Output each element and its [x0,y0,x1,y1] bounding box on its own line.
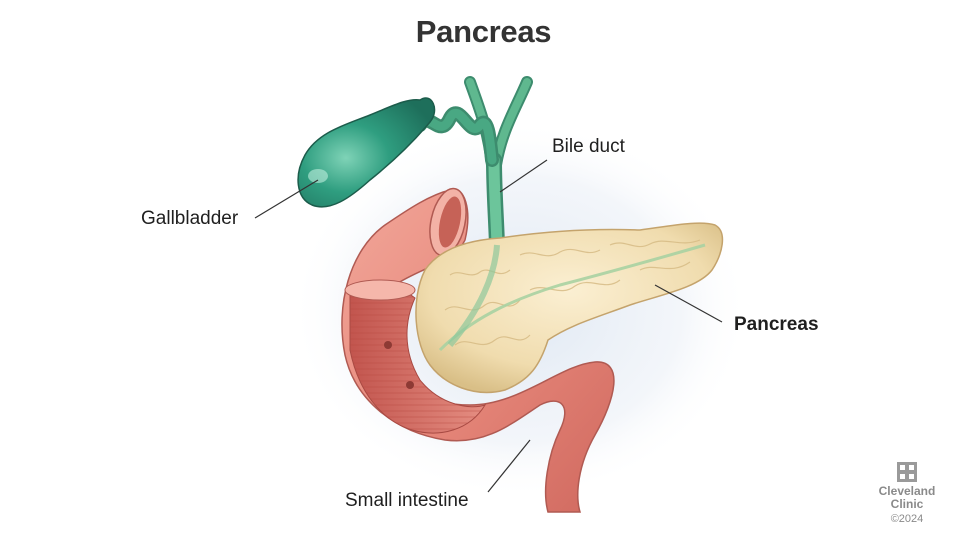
cleveland-clinic-cross-icon [897,462,917,482]
bile-duct-leader [499,159,548,193]
label-gallbladder: Gallbladder [141,208,239,229]
bile-duct-shape [413,76,533,253]
pancreas-leader [654,284,723,323]
label-bile-duct: Bile duct [552,136,625,157]
small-intestine-leader [487,439,531,493]
cleveland-clinic-logo: Cleveland Clinic ©2024 [872,462,942,526]
gallbladder-leader [254,179,319,219]
brand-name-line1: Cleveland [878,484,936,498]
label-small-intestine: Small intestine [345,490,469,511]
page-title: Pancreas [415,14,552,49]
brand-copyright: ©2024 [890,513,924,525]
gallbladder-shape [297,97,436,208]
brand-name-line2: Clinic [890,497,924,511]
label-pancreas: Pancreas [734,314,819,335]
